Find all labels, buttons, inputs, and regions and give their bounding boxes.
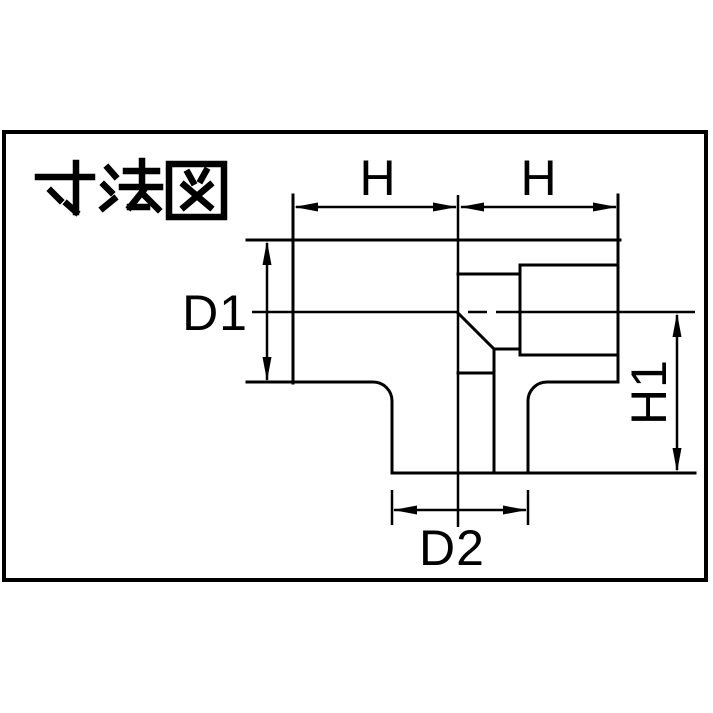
centerlines bbox=[252, 195, 695, 527]
arrowhead-down bbox=[262, 357, 272, 381]
arrowhead-up bbox=[672, 313, 682, 337]
page-title: 寸法図 bbox=[32, 156, 228, 226]
arrowhead-left bbox=[460, 202, 484, 212]
kanji-hou bbox=[98, 157, 164, 214]
arrowhead-right bbox=[503, 505, 527, 515]
label-h1: H1 bbox=[621, 359, 677, 425]
dimension-h-right bbox=[460, 202, 617, 212]
arrowhead-left bbox=[294, 202, 318, 212]
label-d1: D1 bbox=[182, 285, 248, 341]
arrowhead-right bbox=[593, 202, 617, 212]
kanji-zu bbox=[165, 160, 228, 221]
label-h-right: H bbox=[520, 150, 558, 206]
dimension-h1 bbox=[672, 313, 682, 472]
dimension-h-left bbox=[294, 202, 457, 212]
dimension-d1 bbox=[262, 241, 272, 381]
kanji-sun bbox=[34, 159, 96, 217]
arrowhead-right bbox=[433, 202, 457, 212]
label-h-left: H bbox=[359, 150, 397, 206]
title-kanji-glyphs bbox=[34, 157, 228, 221]
arrowhead-up bbox=[262, 241, 272, 265]
label-d2: D2 bbox=[419, 520, 485, 576]
arrowhead-left bbox=[393, 505, 417, 515]
arrowhead-down bbox=[672, 448, 682, 472]
tee-outline bbox=[245, 193, 697, 475]
dimension-d2 bbox=[390, 490, 530, 525]
